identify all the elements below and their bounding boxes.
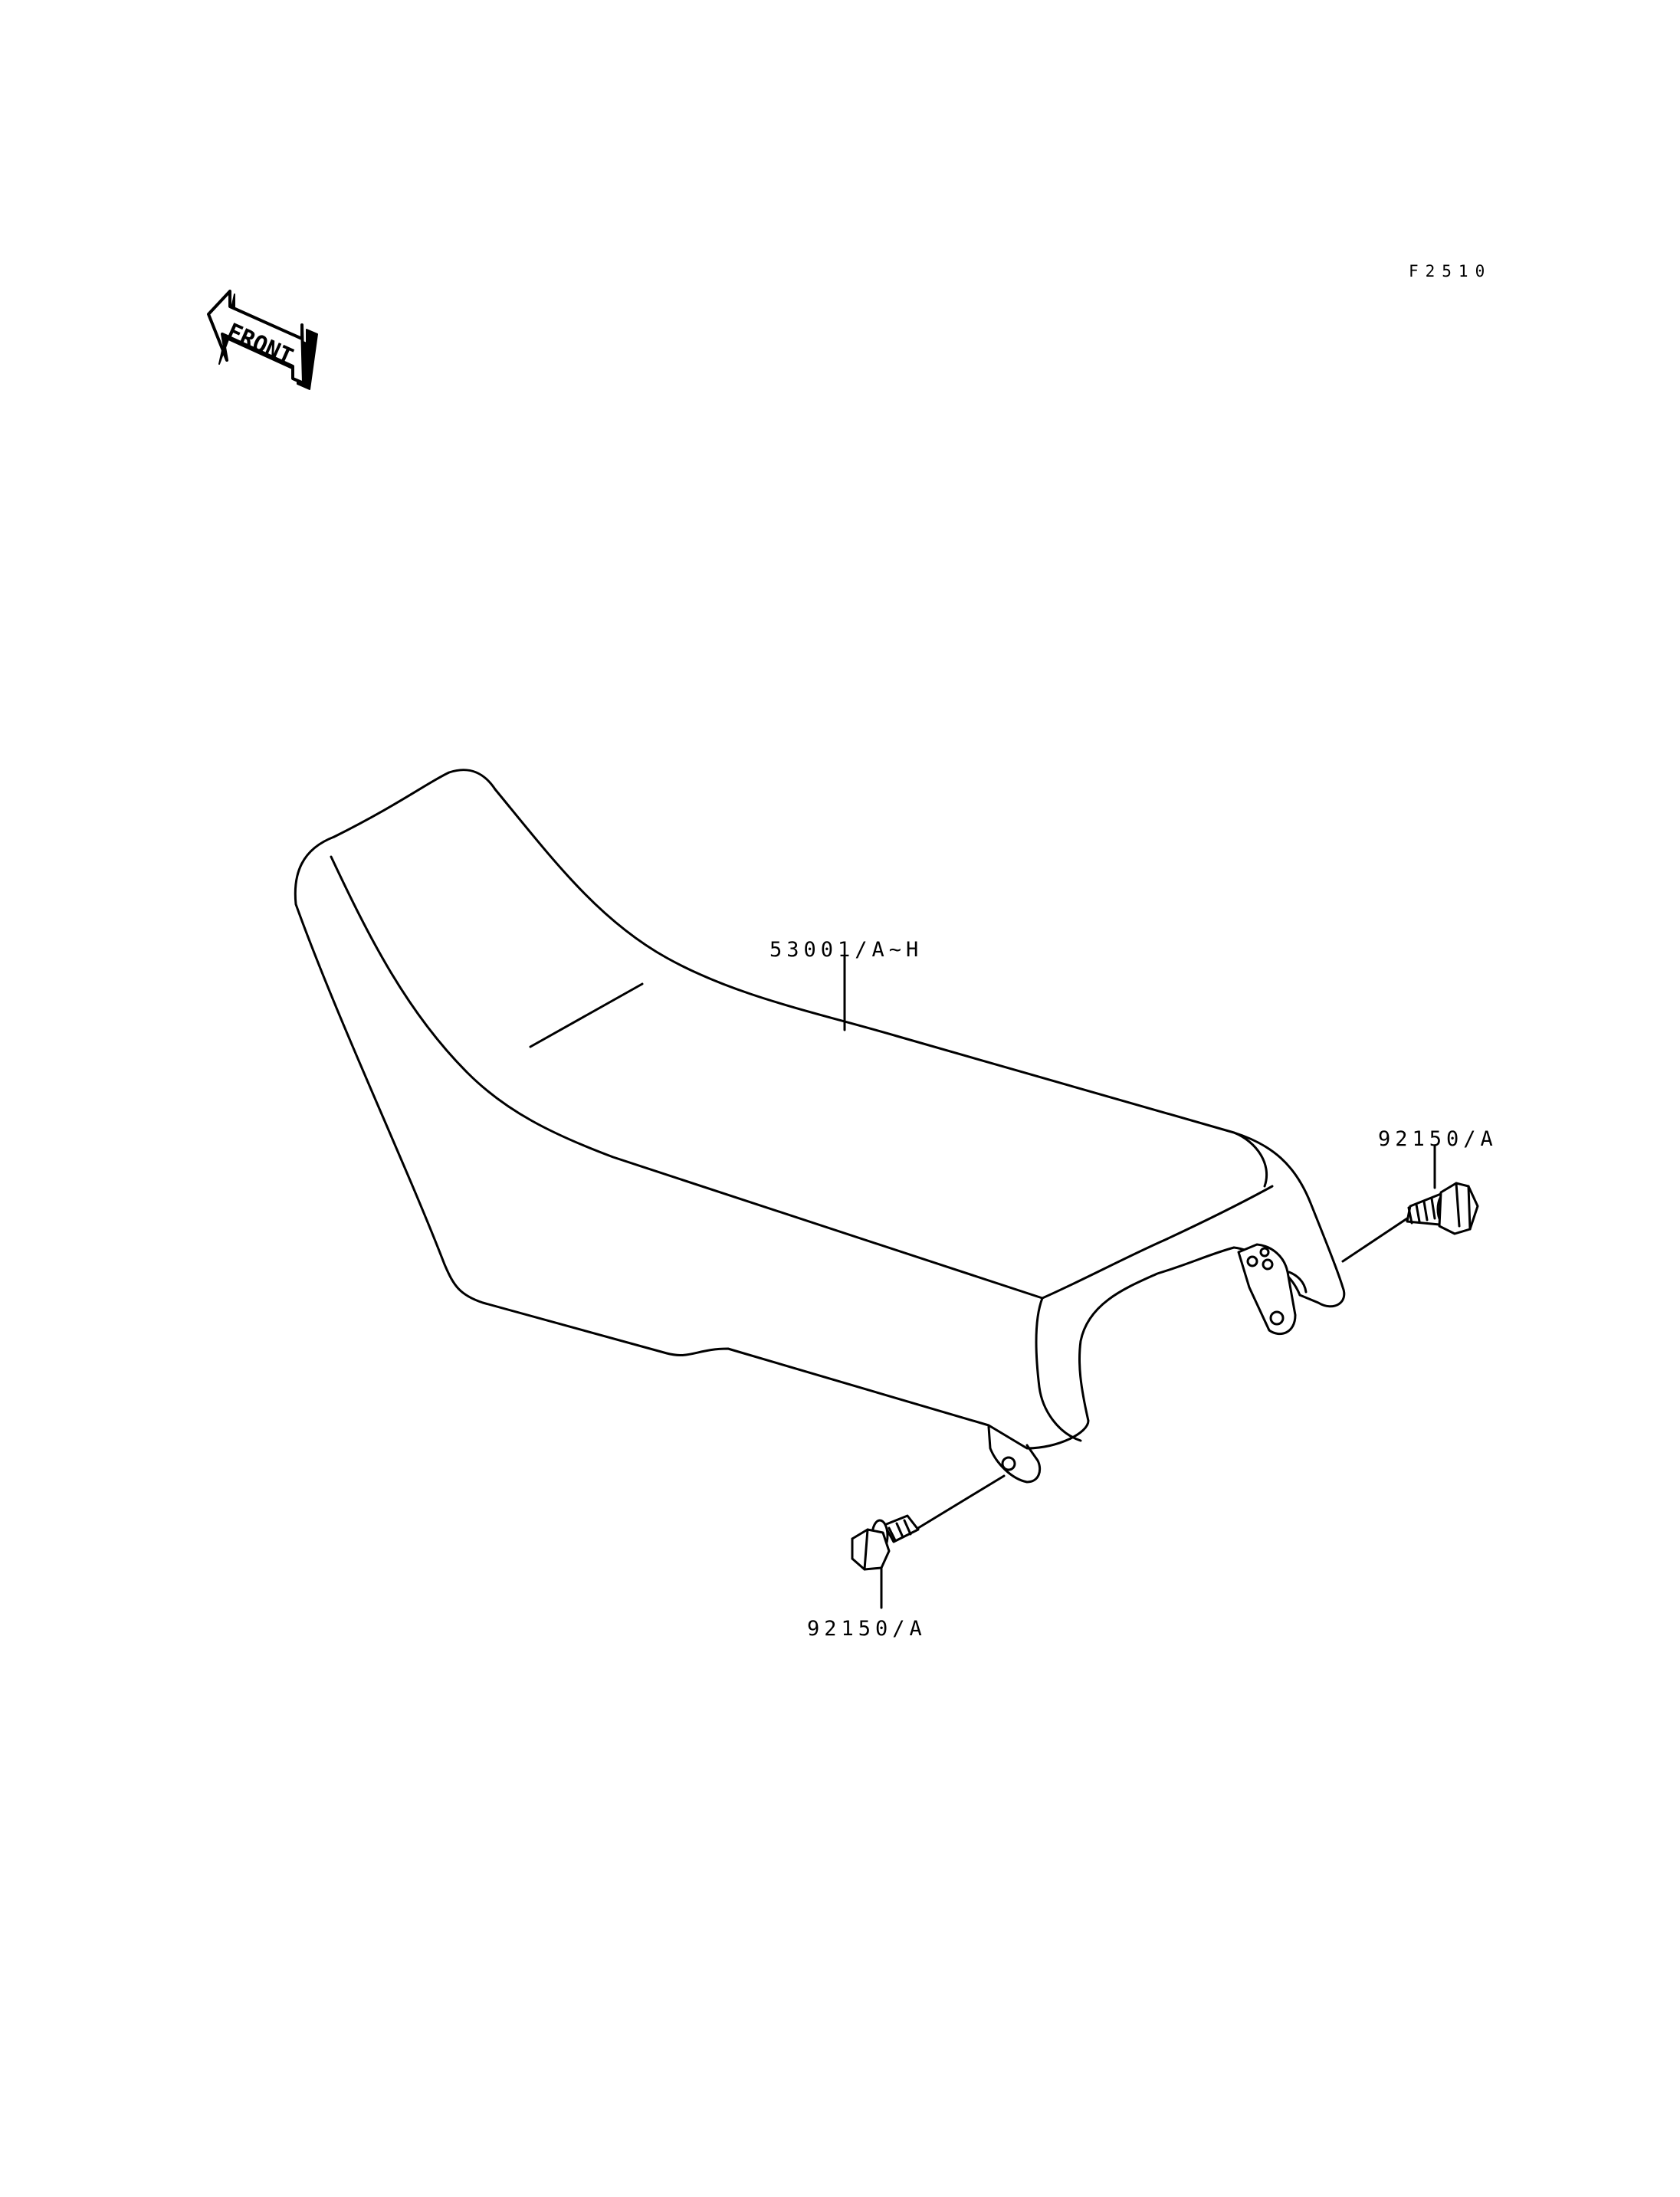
bolt-left-connector xyxy=(917,1474,1006,1530)
seat-drawing xyxy=(294,769,1346,1484)
bolt-left-icon xyxy=(851,1514,920,1571)
part-label-seat[interactable]: 53001/A~H xyxy=(769,938,924,962)
bolt-right-icon xyxy=(1406,1182,1479,1235)
part-label-bolt-right[interactable]: 92150/A xyxy=(1378,1127,1498,1151)
diagram-code: F2510 xyxy=(1409,262,1492,280)
bolt-right-connector xyxy=(1341,1217,1409,1263)
part-label-bolt-left[interactable]: 92150/A xyxy=(807,1617,927,1641)
front-direction-arrow-icon: FRONT xyxy=(207,290,318,390)
